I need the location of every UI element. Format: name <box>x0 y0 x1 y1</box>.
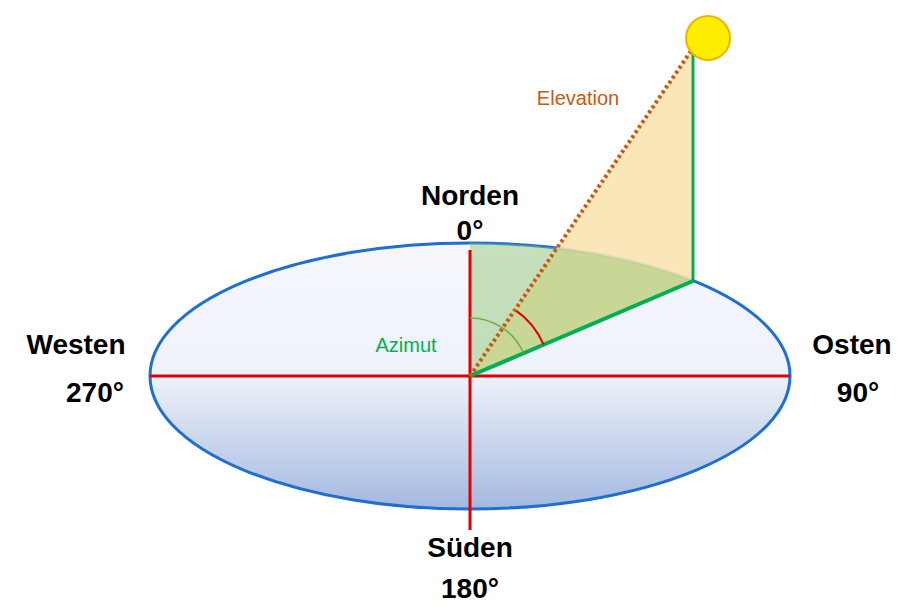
compass-label: Osten <box>812 330 891 361</box>
elevation-label: Elevation <box>537 87 619 109</box>
vertical-line <box>692 48 695 281</box>
degree-label: 270° <box>66 378 124 409</box>
degree-label: 90° <box>837 378 879 409</box>
degree-label: 0° <box>457 216 484 247</box>
compass-label: Süden <box>427 533 513 564</box>
azimuth-label: Azimut <box>375 334 436 356</box>
ground-projection <box>470 281 693 376</box>
north-south-axis <box>469 250 472 530</box>
azimuth-sector <box>470 243 693 376</box>
sun-ray <box>470 48 693 376</box>
elevation-arc <box>515 310 544 345</box>
compass-label: Westen <box>26 330 125 361</box>
elevation-triangle <box>470 48 693 376</box>
sun <box>686 16 730 60</box>
compass-label: Norden <box>421 181 519 212</box>
degree-label: 180° <box>441 574 499 605</box>
